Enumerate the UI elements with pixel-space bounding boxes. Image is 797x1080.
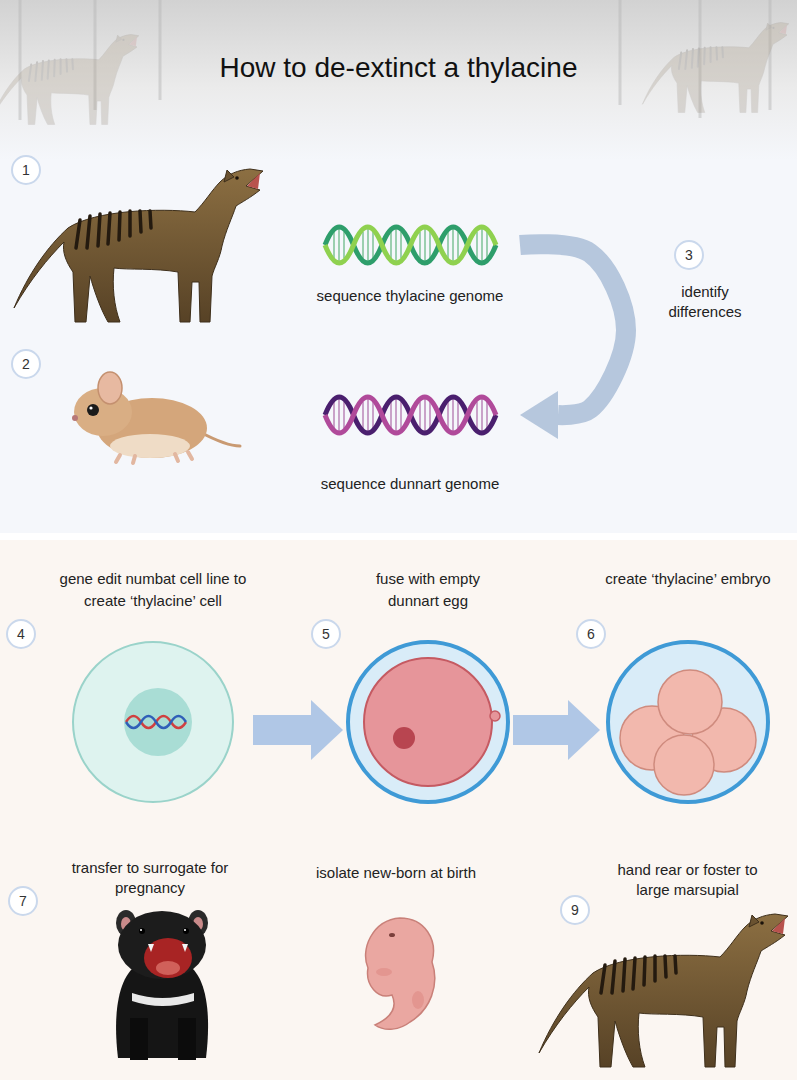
egg-figure-part bbox=[348, 642, 508, 802]
connector-shaft bbox=[513, 715, 568, 745]
callout-number: 7 bbox=[8, 886, 38, 916]
callout-number: 5 bbox=[311, 619, 341, 649]
header-photo-part bbox=[642, 23, 788, 113]
step-caption: isolate new-born at birth bbox=[276, 863, 516, 883]
devil-figure-part bbox=[132, 993, 194, 1006]
connector-shaft bbox=[253, 715, 311, 745]
callout-number: 2 bbox=[11, 349, 41, 379]
background-part bbox=[0, 540, 797, 1080]
dunnart-figure-part bbox=[200, 432, 240, 446]
devil-figure-part bbox=[183, 928, 189, 934]
dna-helix-part bbox=[325, 227, 496, 263]
egg-figure-part bbox=[490, 711, 500, 721]
connector-arrow bbox=[513, 700, 600, 760]
devil-figure-part bbox=[148, 944, 188, 952]
edge-label: identify differences bbox=[655, 282, 755, 322]
background-part bbox=[0, 533, 797, 540]
cell-figure-part bbox=[126, 716, 186, 728]
step-text: create ‘thylacine’ embryo bbox=[600, 568, 776, 590]
devil-figure-part bbox=[139, 928, 145, 934]
dna-helix-part bbox=[325, 397, 496, 433]
newborn-figure-part bbox=[389, 933, 395, 937]
step-node: gene edit numbat cell line to create ‘th… bbox=[53, 568, 253, 805]
cell-figure-part bbox=[124, 688, 192, 756]
background-part bbox=[0, 0, 797, 540]
devil-figure bbox=[116, 910, 208, 1060]
dunnart-figure-part bbox=[110, 434, 190, 458]
callout-number: 4 bbox=[6, 619, 36, 649]
egg-figure-part bbox=[364, 658, 492, 786]
callout-number: 1 bbox=[11, 155, 41, 185]
step-node: fuse with empty dunnart egg bbox=[343, 568, 513, 805]
egg-figure bbox=[348, 642, 508, 802]
dunnart-figure-part bbox=[87, 404, 99, 416]
cell-figure-part bbox=[126, 716, 186, 728]
connector-arrow bbox=[520, 244, 626, 439]
step-node: create ‘thylacine’ embryo bbox=[600, 568, 776, 805]
dunnart-figure bbox=[72, 372, 240, 463]
step-text: sequence dunnart genome bbox=[300, 473, 520, 495]
thylacine-figure bbox=[14, 169, 263, 322]
arrowhead bbox=[311, 700, 343, 760]
callout-number: 3 bbox=[674, 240, 704, 270]
step-node: sequence thylacine genome bbox=[300, 223, 520, 311]
embryo-figure-part bbox=[654, 735, 714, 795]
cell-figure bbox=[73, 642, 233, 802]
egg-figure-part bbox=[393, 727, 415, 749]
background-part bbox=[0, 0, 797, 160]
devil-figure-part bbox=[178, 1018, 196, 1060]
header-photo-part bbox=[0, 35, 139, 125]
dunnart-figure-part bbox=[116, 452, 192, 463]
dna-helix-part bbox=[325, 227, 496, 263]
devil-figure-part bbox=[130, 1018, 148, 1060]
dunnart-figure-part bbox=[98, 372, 122, 404]
arrowhead bbox=[520, 391, 558, 439]
callout-number: 9 bbox=[560, 895, 590, 925]
embryo-figure bbox=[608, 642, 768, 802]
embryo-figure-part bbox=[608, 642, 768, 802]
devil-figure-part bbox=[140, 929, 142, 931]
title: How to de-extinct a thylacine bbox=[0, 52, 797, 84]
step-text: fuse with empty dunnart egg bbox=[343, 568, 513, 612]
thylacine-figure bbox=[539, 914, 788, 1067]
connector-arrow bbox=[253, 700, 343, 760]
embryo-figure-part bbox=[658, 670, 722, 734]
devil-figure-part bbox=[144, 938, 192, 978]
devil-figure-part bbox=[118, 911, 206, 979]
dna-helix-part bbox=[325, 397, 496, 433]
callout-number: 6 bbox=[576, 619, 606, 649]
connector-shaft bbox=[520, 244, 626, 415]
dunnart-figure-part bbox=[89, 406, 92, 409]
newborn-figure bbox=[366, 918, 435, 1029]
thylacine-figure-part bbox=[539, 914, 788, 1067]
devil-figure-part bbox=[156, 961, 180, 975]
cell-figure-part bbox=[73, 642, 233, 802]
step-node: sequence dunnart genome bbox=[300, 393, 520, 499]
dna-helix bbox=[325, 227, 496, 263]
dna-helix bbox=[325, 397, 496, 433]
step-text: sequence thylacine genome bbox=[300, 285, 520, 307]
newborn-figure-part bbox=[366, 918, 435, 1029]
newborn-figure-part bbox=[376, 968, 392, 976]
dunnart-figure-part bbox=[72, 415, 78, 421]
step-text: gene edit numbat cell line to create ‘th… bbox=[53, 568, 253, 612]
arrowhead bbox=[568, 700, 600, 760]
step-caption: hand rear or foster to large marsupial bbox=[605, 860, 770, 900]
devil-figure-part bbox=[184, 929, 186, 931]
newborn-figure-part bbox=[412, 991, 424, 1009]
step-caption: transfer to surrogate for pregnancy bbox=[65, 858, 235, 898]
thylacine-figure-part bbox=[14, 169, 263, 322]
